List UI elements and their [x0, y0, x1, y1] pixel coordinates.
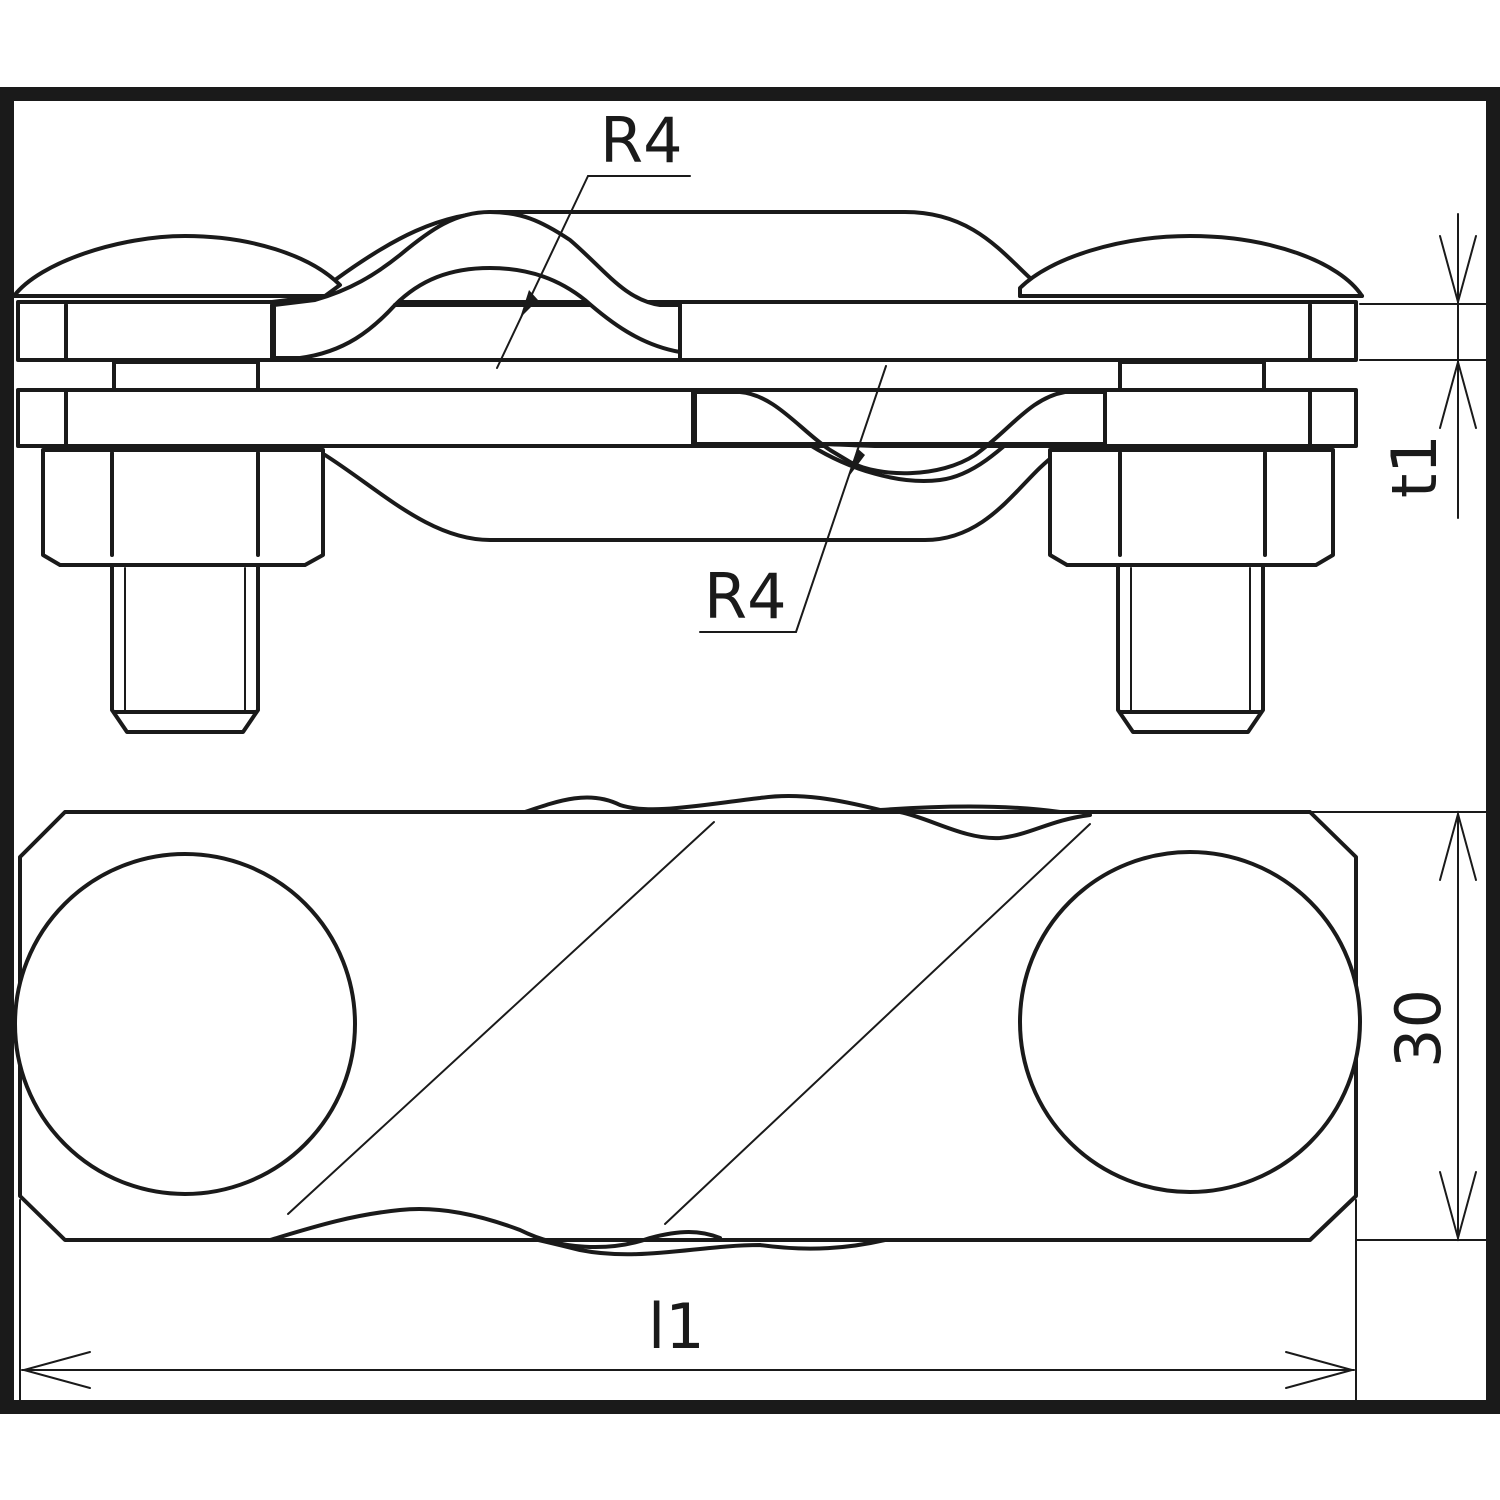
width-arrow-bottom — [1439, 1171, 1477, 1242]
top-conductor-bulge-upper — [523, 793, 1062, 814]
thickness-label: t1 — [1378, 434, 1451, 498]
left-bolt-circle — [13, 852, 357, 1196]
left-bolt-shank — [112, 360, 260, 392]
right-bolt-shank — [1118, 360, 1266, 392]
radius-bottom-arrow — [850, 448, 865, 475]
left-bolt-thread — [110, 563, 260, 734]
right-bolt-head — [1018, 234, 1364, 298]
top-view: 30 l1 — [13, 793, 1496, 1401]
right-bolt-thread — [1116, 563, 1265, 734]
length-arrow-left — [20, 1351, 91, 1389]
radius-top-arrow — [520, 290, 538, 318]
radius-label-top: R4 — [600, 104, 683, 177]
top-plate — [18, 810, 1358, 1242]
thickness-dimension: t1 — [1359, 213, 1496, 519]
length-label: l1 — [648, 1290, 705, 1363]
conductor-wave-lower — [268, 1207, 722, 1250]
radius-callout-bottom: R4 — [699, 365, 887, 633]
lower-saddle-outline — [323, 453, 1057, 542]
radius-top-leader — [496, 175, 589, 369]
lower-conductor-groove — [693, 390, 1107, 476]
upper-plate — [16, 300, 1358, 362]
conductor-diagonal-1 — [287, 821, 715, 1215]
radius-label-bottom: R4 — [704, 560, 787, 633]
lower-plate — [16, 388, 1358, 448]
left-bolt-head-base — [12, 294, 322, 304]
t1-arrow-top — [1439, 235, 1477, 306]
drawing-frame — [0, 87, 1500, 1414]
upper-conductor-wave — [272, 210, 682, 360]
radius-bottom-leader — [795, 365, 887, 633]
t1-arrow-bottom — [1439, 358, 1477, 429]
width-label: 30 — [1382, 989, 1455, 1068]
length-dimension: l1 — [19, 1199, 1357, 1401]
width-dimension: 30 — [1309, 810, 1496, 1242]
right-nut — [1048, 448, 1335, 567]
conductor-diagonal-2 — [664, 823, 1091, 1225]
width-arrow-top — [1439, 810, 1477, 881]
side-view: R4 R4 t1 — [12, 104, 1496, 734]
left-bolt-head — [12, 234, 342, 298]
right-bolt-circle — [1018, 850, 1362, 1194]
conductor-wave-upper — [898, 810, 1092, 841]
lower-groove-edge — [693, 442, 987, 448]
left-nut — [41, 448, 325, 567]
length-arrow-right — [1285, 1351, 1356, 1389]
radius-callout-top: R4 — [496, 104, 691, 369]
